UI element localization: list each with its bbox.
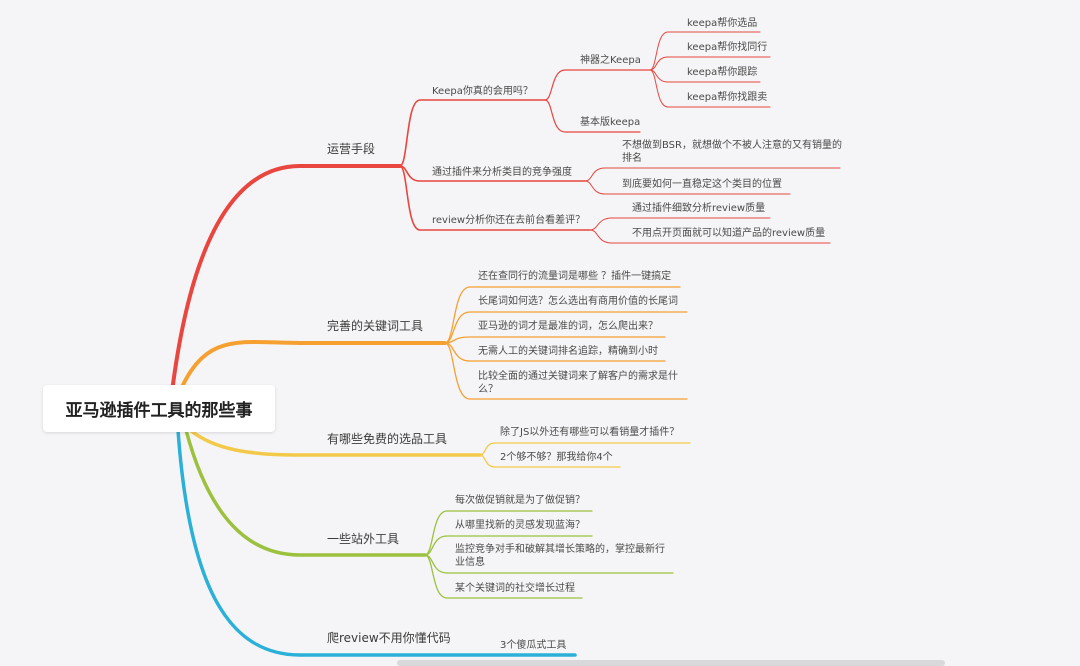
connector-line [649,69,771,108]
branch-free-selection-tools[interactable]: 有哪些免费的选品工具 [327,432,448,446]
node-keyword-1[interactable]: 还在查同行的流量词是哪些 ？插件一键搞定 [478,271,672,282]
connector-line [584,180,791,195]
connector-line [399,165,591,231]
connector-line [479,454,621,468]
root-node[interactable]: 亚马逊插件工具的那些事 [43,385,275,432]
node-review-tools[interactable]: 3个傻瓜式工具 [500,640,567,651]
node-keyword-3[interactable]: 亚马逊的词才是最准的词，怎么爬出来？ [478,321,658,332]
branch-keyword-tools[interactable]: 完善的关键词工具 [327,319,424,333]
node-keepa-usage[interactable]: Keepa你真的会用吗？ [432,86,533,97]
connector-line [649,56,771,71]
node-free-1[interactable]: 除了JS以外还有哪些可以看销量才插件？ [500,427,680,438]
connector-line [444,336,666,344]
node-keepa-peers[interactable]: keepa帮你找同行 [687,42,768,53]
horizontal-scrollbar[interactable] [397,660,945,666]
node-free-2[interactable]: 2个够不够？那我给你4个 [500,452,613,463]
connector-line [444,286,681,344]
connector-line [424,535,593,556]
connector-line [444,311,688,344]
connector-line [399,99,546,167]
node-keepa-basic[interactable]: 基本版keepa [580,117,641,128]
node-review-quality-plugin[interactable]: 通过插件细致分析review质量 [632,203,766,214]
connector-line [188,428,482,457]
node-offsite-3[interactable]: 监控竞争对手和破解其增长策略的，掌控最新行业信息 [455,544,665,568]
connector-line [544,99,641,133]
node-keepa-tool[interactable]: 神器之Keepa [580,55,641,66]
node-keyword-5[interactable]: 比较全面的通过关键词来了解客户的需求是什么？ [478,371,678,395]
node-keyword-4[interactable]: 无需人工的关键词排名追踪，精确到小时 [478,346,658,357]
node-category-position[interactable]: 到底要如何一直稳定这个类目的位置 [622,179,782,190]
connector-line [176,339,447,398]
connector-line [176,428,577,657]
connector-line [589,217,771,231]
connector-line [544,69,651,101]
node-offsite-4[interactable]: 某个关键词的社交增长过程 [455,583,575,594]
connector-line [444,342,688,400]
node-category-competition[interactable]: 通过插件来分析类目的竞争强度 [432,167,572,178]
node-offsite-1[interactable]: 每次做促销就是为了做促销？ [455,495,585,506]
connector-line [184,428,427,557]
branch-operations[interactable]: 运营手段 [327,142,376,156]
node-keepa-followsell[interactable]: keepa帮你找跟卖 [687,92,768,103]
connector-line [589,229,831,244]
connector-line [170,164,402,394]
branch-review-scraping[interactable]: 爬review不用你懂代码 [327,631,451,645]
node-offsite-2[interactable]: 从哪里找新的灵感发现蓝海？ [455,520,585,531]
node-review-quality-no-open[interactable]: 不用点开页面就可以知道产品的review质量 [632,228,826,239]
connector-line [649,31,761,71]
connector-line [584,167,841,182]
node-keyword-2[interactable]: 长尾词如何选？怎么选出有商用价值的长尾词 [478,296,678,307]
node-keepa-selection[interactable]: keepa帮你选品 [687,18,758,29]
branch-offsite-tools[interactable]: 一些站外工具 [327,532,400,546]
node-bsr-ranking[interactable]: 不想做到BSR，就想做个不被人注意的又有销量的排名 [622,140,842,164]
node-review-analysis[interactable]: review分析你还在去前台看差评？ [432,215,586,226]
connector-line [424,554,583,599]
connector-line [444,342,666,362]
connector-line [479,442,691,456]
node-keepa-tracking[interactable]: keepa帮你跟踪 [687,67,758,78]
